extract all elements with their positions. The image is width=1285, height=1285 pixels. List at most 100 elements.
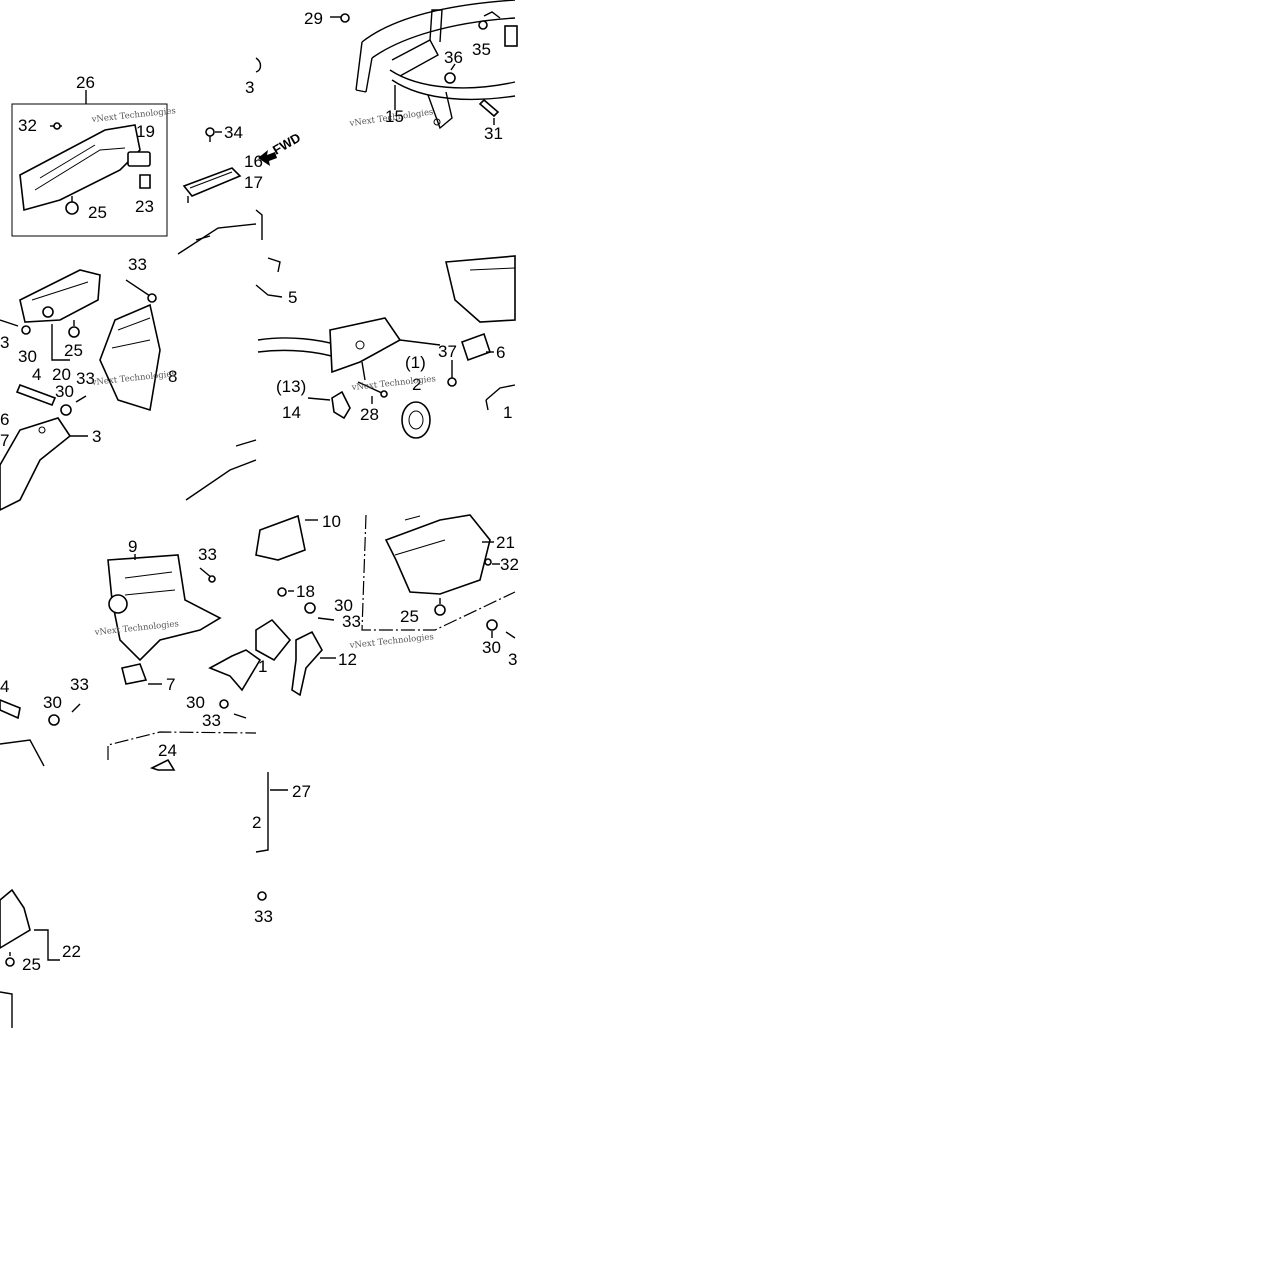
callout-4: 4 — [0, 677, 9, 696]
callout-33: 33 — [70, 675, 89, 694]
callout-30: 30 — [43, 693, 62, 712]
part-24: 24 — [149, 741, 177, 771]
callout-2: 2 — [412, 375, 421, 394]
callout-30: 30 — [18, 347, 37, 366]
callout-17: 17 — [244, 173, 263, 192]
callout-30: 30 — [186, 693, 205, 712]
pad-6: 6 — [460, 332, 505, 362]
callout-32: 32 — [18, 116, 37, 135]
tile-middle-left: 20 33 8 25 3 30 4 30 33 — [0, 255, 257, 511]
callout-22: 22 — [62, 942, 81, 961]
tank-10: 10 — [255, 512, 341, 561]
callout-13-paren: (13) — [276, 377, 306, 396]
callout-18: 18 — [296, 582, 315, 601]
nut-18: 18 — [277, 582, 315, 601]
washer-30-right: 30 3 — [482, 619, 517, 669]
callout-25: 25 — [22, 955, 41, 974]
tile-middle-center: 5 6 37 (1) 2 — [255, 255, 516, 439]
callout-33: 33 — [254, 907, 273, 926]
tile-lower-center: 10 18 30 33 12 — [255, 512, 519, 697]
callout-4: 4 — [32, 365, 41, 384]
fragment-2-5: 5 — [255, 257, 297, 307]
box-21: 21 32 25 — [361, 514, 519, 631]
frame-tube — [355, 0, 518, 130]
fragment-27: 27 2 — [252, 772, 311, 853]
callout-1-fragment: 1 — [503, 403, 512, 422]
cover-8: 8 — [99, 303, 177, 412]
watermark: vNext Technologies — [350, 374, 436, 393]
pad-7: 7 — [121, 663, 175, 694]
bolt-37: 37 — [438, 342, 457, 387]
bolt-28: 28 — [357, 381, 388, 424]
tile-frame-fragment — [255, 57, 263, 240]
washer-30-bolt-33-b: 30 33 — [43, 675, 89, 726]
callout-37: 37 — [438, 342, 457, 361]
bolt-34: 34 — [205, 123, 243, 142]
callout-1-paren: (1) — [405, 353, 426, 372]
callout-29: 29 — [304, 9, 323, 28]
callout-35: 35 — [472, 40, 491, 59]
bolt-33: 33 — [198, 545, 217, 583]
callout-6: 6 — [496, 343, 505, 362]
callout-30: 30 — [482, 638, 501, 657]
callout-14: 14 — [282, 403, 301, 422]
cover-20: 20 — [19, 269, 101, 384]
strip-4: 4 — [15, 365, 57, 407]
callout-24: 24 — [158, 741, 177, 760]
callout-25: 25 — [64, 341, 83, 360]
callout-33: 33 — [342, 612, 361, 631]
callout-33: 33 — [128, 255, 147, 274]
callout-21: 21 — [496, 533, 515, 552]
callout-15: 15 — [385, 107, 404, 126]
bolt-29 — [330, 13, 350, 23]
callout-30: 30 — [55, 382, 74, 401]
callout-1: 1 — [258, 657, 267, 676]
callout-25: 25 — [88, 203, 107, 222]
callout-25: 25 — [400, 607, 419, 626]
callout-33: 33 — [198, 545, 217, 564]
horn-1: (1) 2 — [401, 353, 431, 439]
callout-31: 31 — [484, 124, 503, 143]
callout-7: 7 — [166, 675, 175, 694]
callout-20: 20 — [52, 365, 71, 384]
watermark: vNext Technologies — [348, 632, 434, 651]
callout-36: 36 — [444, 48, 463, 67]
bolt-33-upper: 33 — [125, 255, 157, 303]
callout-23: 23 — [135, 197, 154, 216]
callout-33: 33 — [202, 711, 221, 730]
callout-16: 16 — [244, 152, 263, 171]
nut-35 — [478, 20, 488, 30]
tile-lower-left: 9 33 7 1 30 33 4 30 33 — [0, 537, 267, 771]
fwd-arrow: FWD — [258, 130, 303, 166]
bracket-12: 12 — [291, 630, 357, 697]
callout-27: 27 — [292, 782, 311, 801]
callout-9: 9 — [128, 537, 137, 556]
cover-22: 25 22 — [0, 888, 81, 974]
callout-19: 19 — [136, 122, 155, 141]
tile-top-left: 26 32 19 23 25 vNext Technologies 34 — [11, 73, 263, 255]
callout-26: 26 — [76, 73, 95, 92]
bolt-31 — [478, 98, 500, 125]
collar-36 — [444, 63, 456, 84]
bracket-1: 1 — [208, 649, 267, 692]
washer-30-bolt-33: 30 33 — [304, 596, 361, 631]
callout-28: 28 — [360, 405, 379, 424]
box-26: 26 32 19 23 25 vNext Technologies — [11, 73, 176, 237]
washer-30-bolt-33: 30 33 — [55, 369, 95, 416]
fragment-33-bottom: 33 — [254, 891, 273, 926]
fwd-label: FWD — [270, 130, 303, 158]
callout-30: 30 — [334, 596, 353, 615]
tank-rear — [445, 255, 516, 323]
bracket-1-rear — [255, 618, 292, 662]
callout-2-fragment: 2 — [252, 813, 261, 832]
callout-32: 32 — [500, 555, 519, 574]
frame-cross-member — [257, 317, 441, 381]
strip-4-lower: 4 — [0, 677, 21, 720]
tile-bottom-left: 27 2 33 25 22 — [0, 772, 311, 1028]
bracket-14: (13) 14 — [276, 377, 351, 422]
callout-3: 3 — [92, 427, 101, 446]
watermark: vNext Technologies — [90, 106, 176, 125]
callout-34: 34 — [224, 123, 243, 142]
callout-3-fragment: 3 — [508, 650, 517, 669]
